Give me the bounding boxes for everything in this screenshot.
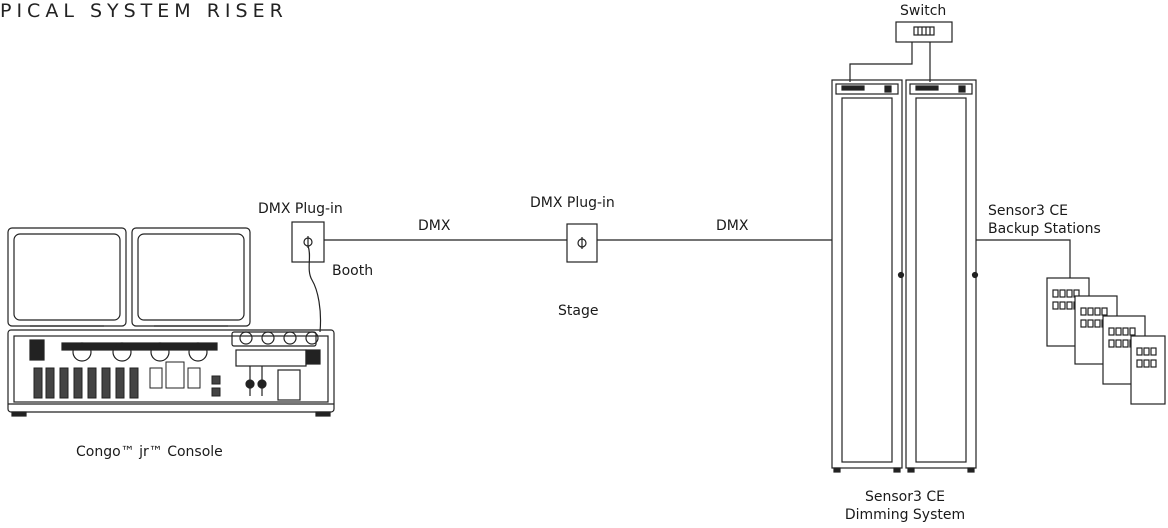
dimming-label-line1: Sensor3 CE: [865, 489, 945, 505]
booth-label: Booth: [332, 263, 374, 279]
stage-plugin-label: DMX Plug-in: [530, 195, 615, 211]
booth-plugin-label: DMX Plug-in: [258, 201, 343, 217]
dmx-label-left: DMX: [418, 218, 451, 234]
congo-jr-console: [7, 227, 335, 417]
backup-station-line: [976, 239, 1071, 278]
dimming-rack-2: [905, 79, 979, 473]
left-monitor: [7, 227, 127, 327]
booth-dmx-plugin: [291, 221, 325, 263]
backup-stations: [1046, 277, 1166, 405]
stage-label: Stage: [558, 303, 599, 319]
backup-stations-label-line1: Sensor3 CE: [988, 203, 1068, 219]
network-switch: [895, 21, 953, 43]
dimming-label-line2: Dimming System: [844, 507, 966, 523]
console-label: Congo™ jr™ Console: [76, 444, 223, 460]
right-monitor: [131, 227, 251, 327]
stage-dmx-plugin: [566, 223, 598, 263]
switch-link-rack-1: [849, 42, 913, 82]
dmx-label-right: DMX: [716, 218, 749, 234]
dimming-rack-1: [831, 79, 905, 473]
diagram-title: PICAL SYSTEM RISER: [0, 0, 288, 22]
switch-label: Switch: [900, 3, 947, 19]
backup-station-4: [1130, 335, 1166, 405]
console-dmx-cable: [307, 245, 322, 333]
backup-stations-label-line2: Backup Stations: [988, 221, 1101, 237]
